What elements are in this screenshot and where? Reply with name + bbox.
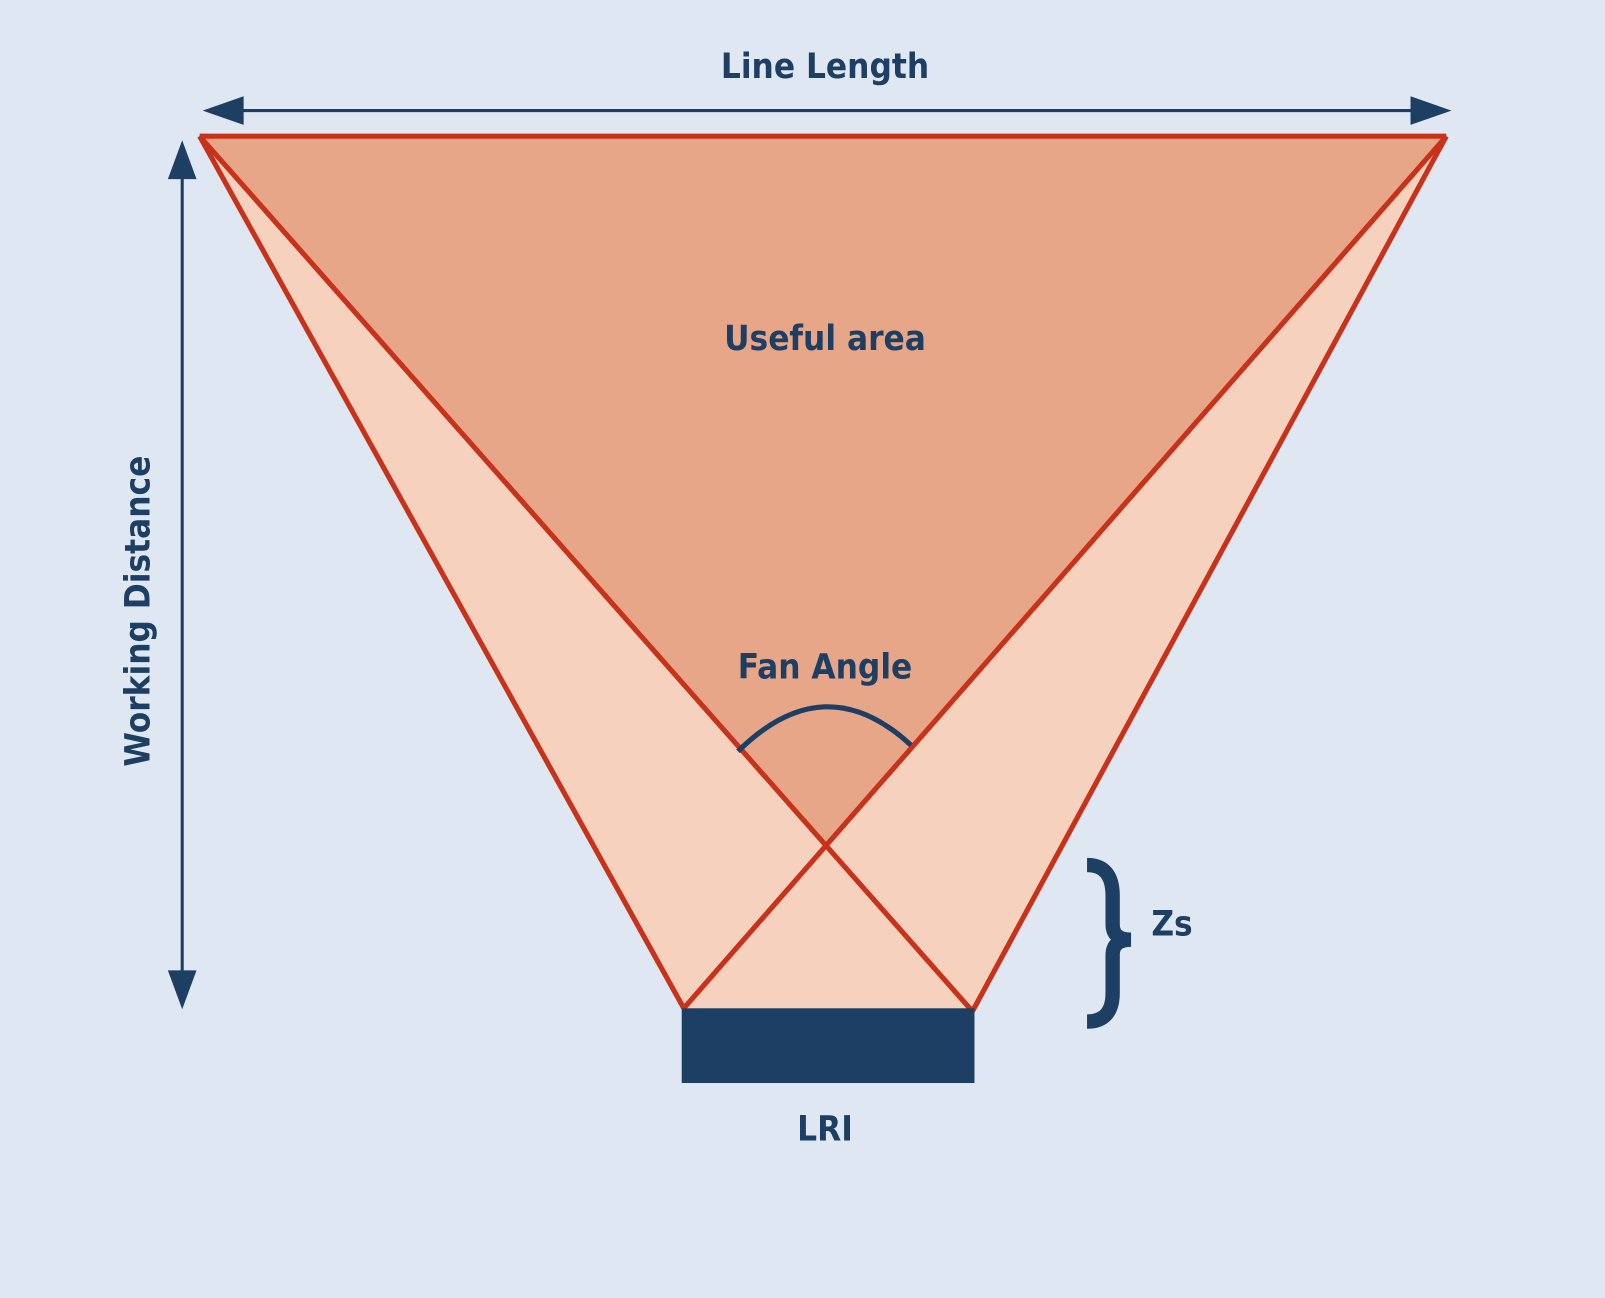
lri-device (681, 1008, 975, 1084)
working-distance-arrow (167, 140, 197, 1010)
line-length-label: Line Length (721, 47, 929, 87)
fan-angle-label: Fan Angle (738, 648, 913, 688)
beam-outer-right-line (970, 134, 1449, 1013)
beam-inner-right-line (681, 134, 1449, 1010)
beam-outer-left-line (197, 134, 687, 1010)
line-length-arrow (202, 96, 1452, 125)
beam-lines (197, 133, 1449, 1014)
useful-area (199, 136, 1447, 848)
zs-label: Zs (1151, 905, 1192, 945)
useful-area-label: Useful area (724, 319, 926, 359)
zs-brace (1086, 857, 1132, 1029)
working-distance-label: Working Distance (118, 456, 158, 767)
lri-label: LRI (797, 1109, 853, 1149)
beam-inner-left-line (197, 134, 975, 1014)
fan-angle-arc (736, 704, 913, 754)
